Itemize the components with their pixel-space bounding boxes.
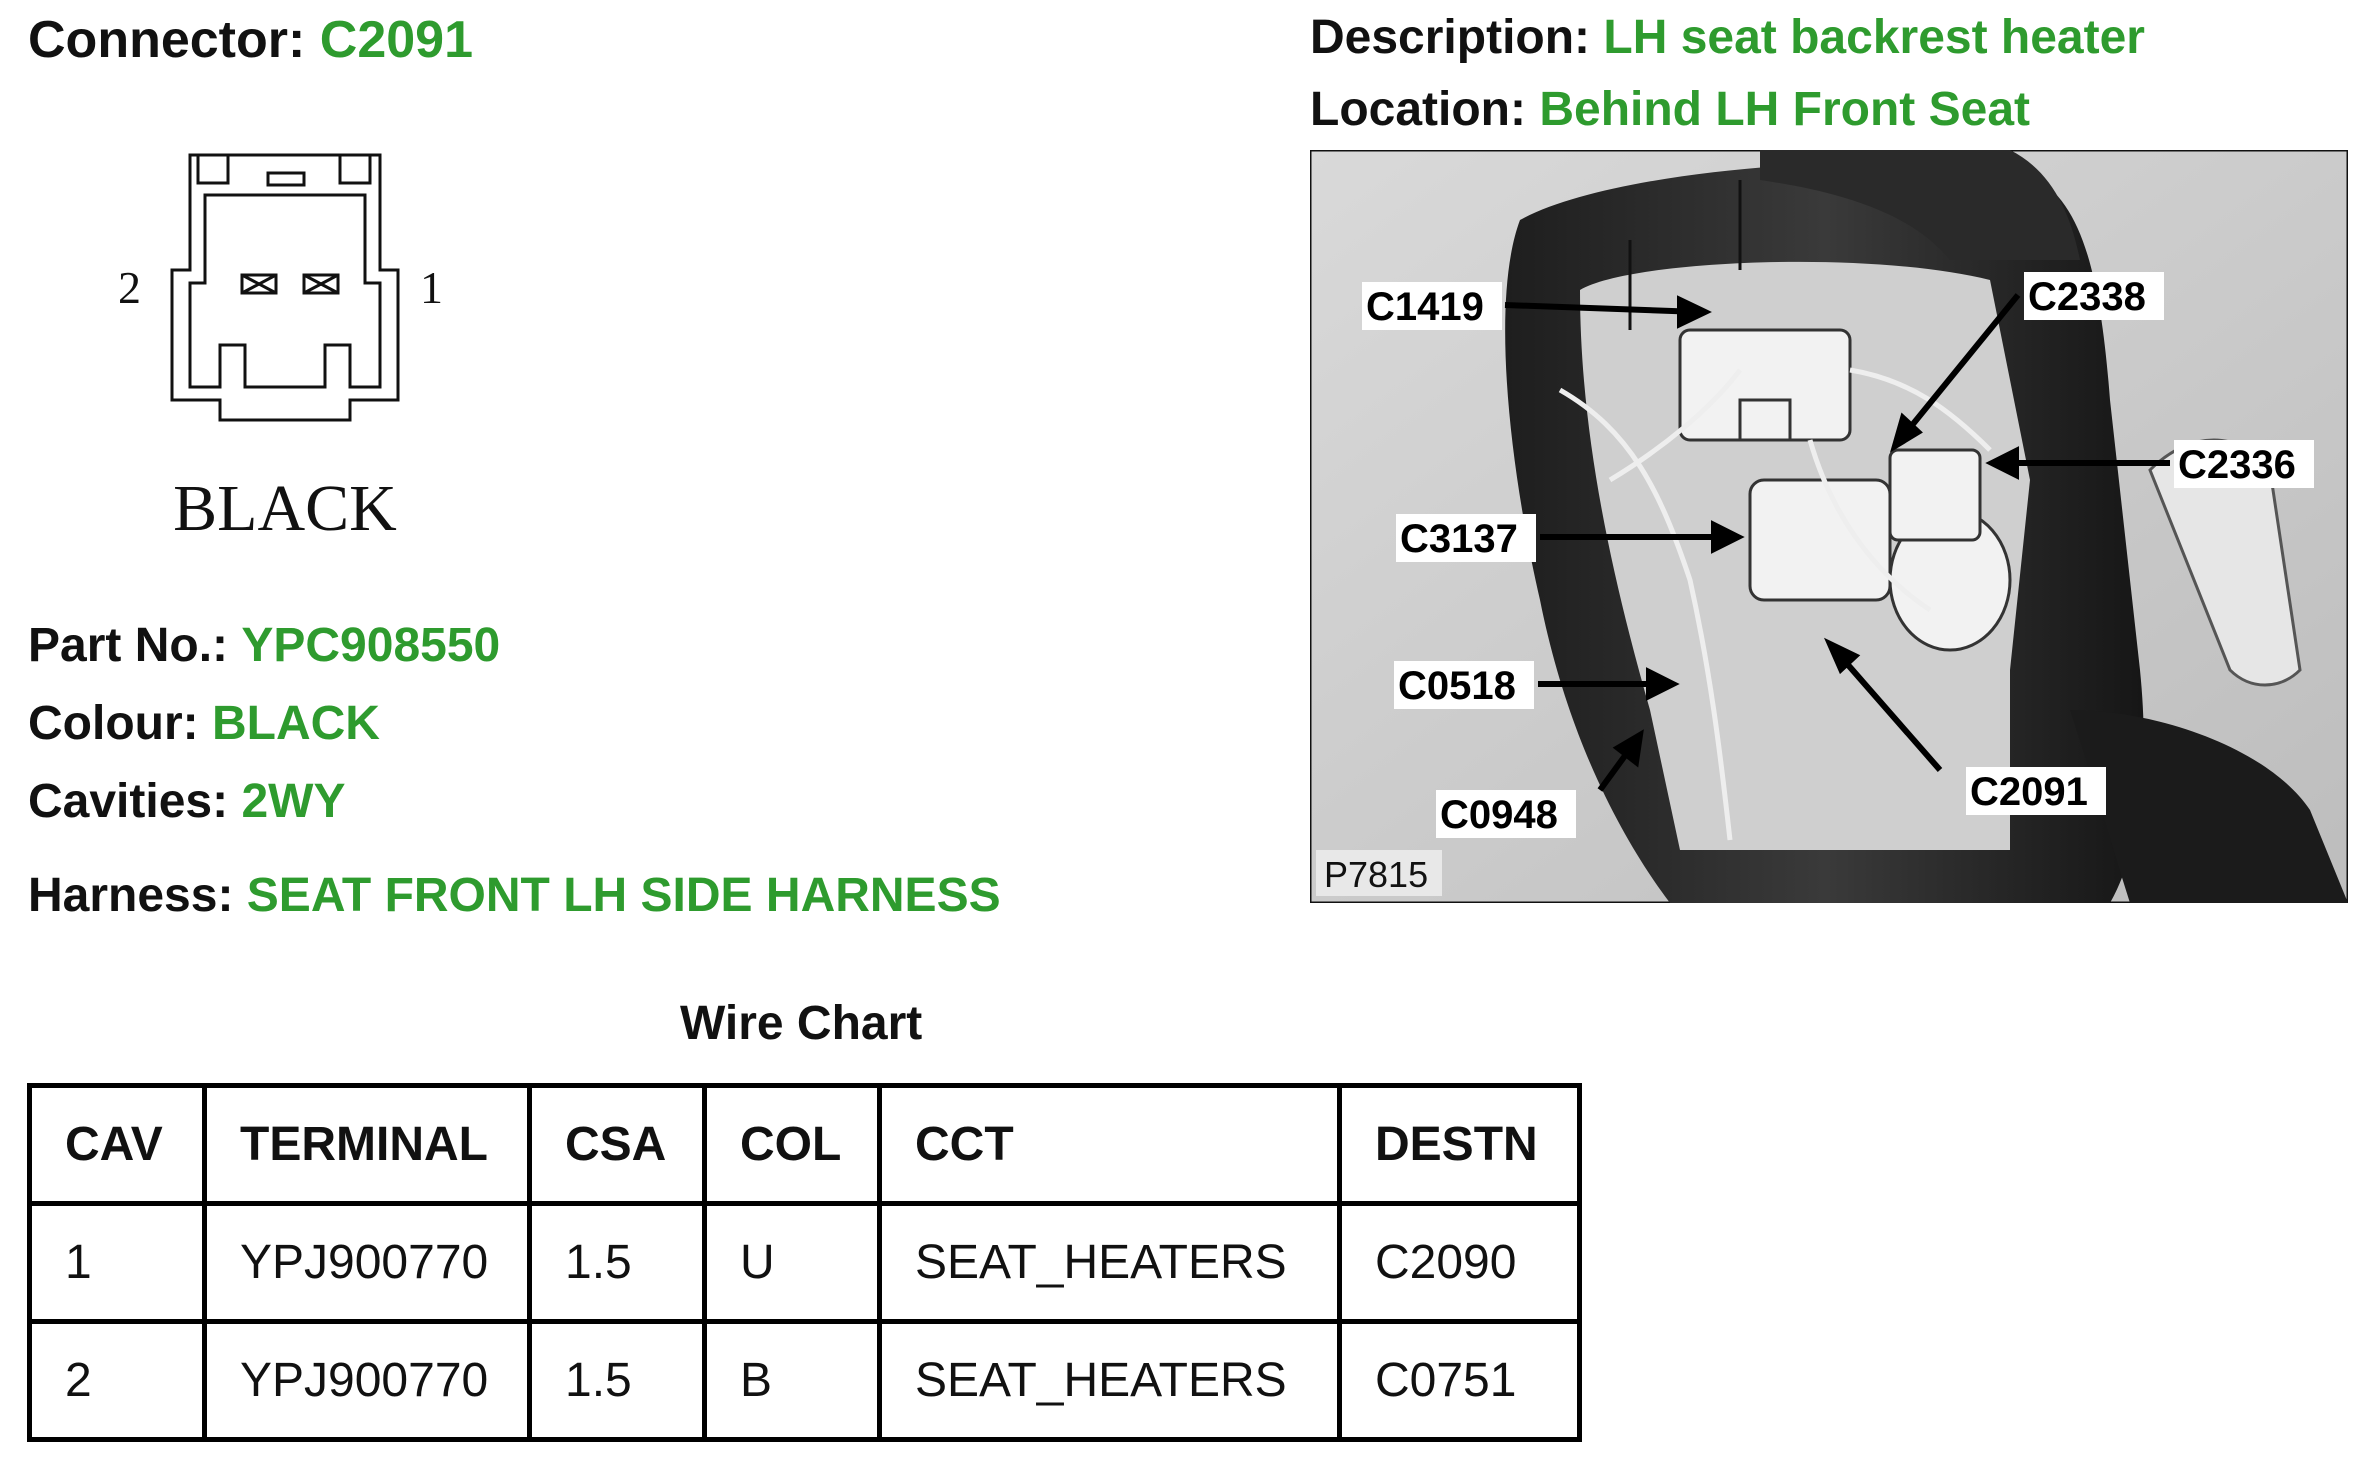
callout-c2338: C2338 <box>2028 275 2146 319</box>
description-value: LH seat backrest heater <box>1603 11 2145 64</box>
header-csa: CSA <box>527 1083 707 1206</box>
colour-field: Colour: BLACK <box>28 700 380 748</box>
cell-col: B <box>702 1319 882 1442</box>
callout-c2336: C2336 <box>2178 443 2296 487</box>
connector-value: C2091 <box>319 11 474 69</box>
cell-col: U <box>702 1201 882 1324</box>
location-field: Location: Behind LH Front Seat <box>1310 86 2030 134</box>
connector-field: Connector: C2091 <box>28 14 473 66</box>
harness-label: Harness: <box>28 869 234 922</box>
header-destn: DESTN <box>1337 1083 1582 1206</box>
header-col: COL <box>702 1083 882 1206</box>
callout-c3137: C3137 <box>1400 517 1518 561</box>
cavities-value: 2WY <box>241 775 346 828</box>
header-terminal: TERMINAL <box>202 1083 532 1206</box>
cell-destn: C0751 <box>1337 1319 1582 1442</box>
part-number-field: Part No.: YPC908550 <box>28 622 500 670</box>
cavities-field: Cavities: 2WY <box>28 778 345 826</box>
cell-cav: 1 <box>27 1201 207 1324</box>
connector-label: Connector: <box>28 11 306 69</box>
location-value: Behind LH Front Seat <box>1539 83 2030 136</box>
cell-terminal: YPJ900770 <box>202 1201 532 1324</box>
table-row: 1 YPJ900770 1.5 U SEAT_HEATERS C2090 <box>27 1201 1582 1324</box>
cell-csa: 1.5 <box>527 1201 707 1324</box>
description-label: Description: <box>1310 11 1591 64</box>
colour-label: Colour: <box>28 697 199 750</box>
table-header-row: CAV TERMINAL CSA COL CCT DESTN <box>27 1083 1582 1206</box>
connector-pinout-diagram: 2 1 BLACK <box>118 153 443 545</box>
callout-c0518: C0518 <box>1398 664 1516 708</box>
callout-c2091: C2091 <box>1970 770 2088 814</box>
wire-chart-title: Wire Chart <box>680 997 923 1050</box>
cell-cct: SEAT_HEATERS <box>877 1201 1342 1324</box>
pin-number-right: 1 <box>420 262 443 313</box>
cell-terminal: YPJ900770 <box>202 1319 532 1442</box>
cell-csa: 1.5 <box>527 1319 707 1442</box>
harness-value: SEAT FRONT LH SIDE HARNESS <box>246 869 1001 922</box>
location-photo: C1419 C2338 C2336 C3137 C0518 C0948 C209… <box>1310 150 2348 903</box>
part-number-value: YPC908550 <box>241 619 501 672</box>
callout-c1419: C1419 <box>1366 285 1484 329</box>
colour-value: BLACK <box>211 697 380 750</box>
header-cav: CAV <box>27 1083 207 1206</box>
wire-chart-table: CAV TERMINAL CSA COL CCT DESTN 1 YPJ9007… <box>27 1083 1582 1442</box>
photo-reference: P7815 <box>1324 854 1428 895</box>
cell-destn: C2090 <box>1337 1201 1582 1324</box>
pin-number-left: 2 <box>118 262 141 313</box>
cell-cav: 2 <box>27 1319 207 1442</box>
location-label: Location: <box>1310 83 1526 136</box>
table-row: 2 YPJ900770 1.5 B SEAT_HEATERS C0751 <box>27 1319 1582 1442</box>
pinout-colour-label: BLACK <box>173 472 397 545</box>
description-field: Description: LH seat backrest heater <box>1310 14 2145 62</box>
callout-c0948: C0948 <box>1440 793 1558 837</box>
part-number-label: Part No.: <box>28 619 229 672</box>
cell-cct: SEAT_HEATERS <box>877 1319 1342 1442</box>
harness-field: Harness: SEAT FRONT LH SIDE HARNESS <box>28 872 1001 920</box>
header-cct: CCT <box>877 1083 1342 1206</box>
cavities-label: Cavities: <box>28 775 229 828</box>
